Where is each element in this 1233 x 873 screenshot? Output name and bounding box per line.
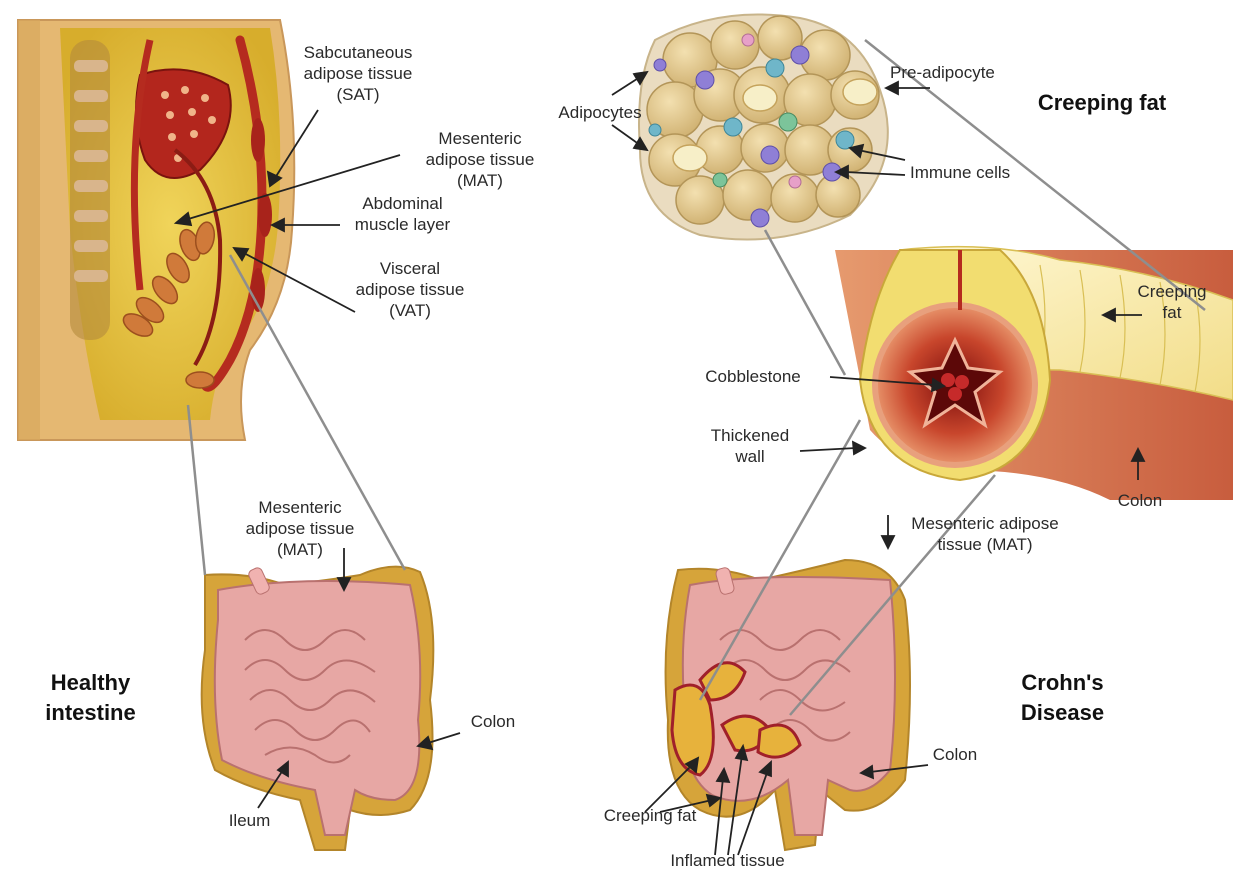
abdomen-section [18,20,294,440]
spine [70,40,110,340]
healthy-intestine-title: Healthy intestine [28,668,153,728]
adipocytes-label: Adipocytes [540,102,660,123]
creeping-fat-colon-label: Creeping fat [1122,281,1222,323]
pre-adipocyte-label: Pre-adipocyte [890,62,1050,83]
thickened-wall-label: Thickened wall [695,425,805,467]
colon-crohns-label: Colon [920,744,990,765]
colon-crohns-section-label: Colon [1105,490,1175,511]
inflamed-tissue-label: Inflamed tissue [640,850,815,871]
vat-label: Visceral adipose tissue (VAT) [340,258,480,321]
cobblestone-label: Cobblestone [678,366,828,387]
ileum-label: Ileum [212,810,287,831]
crohns-disease-title: Crohn's Disease [1000,668,1125,728]
mat-healthy-label: Mesenteric adipose tissue (MAT) [225,497,375,560]
mat-top-label: Mesenteric adipose tissue (MAT) [405,128,555,191]
colon-healthy-label: Colon [458,711,528,732]
adipocyte-cluster [639,14,888,239]
abdominal-muscle-label: Abdominal muscle layer [335,193,470,235]
healthy-intestine [202,566,434,850]
creeping-fat-crohns-label: Creeping fat [585,805,715,826]
creeping-fat-title: Creeping fat [1012,88,1192,118]
immune-cells-label: Immune cells [910,162,1060,183]
mat-crohns-label: Mesenteric adipose tissue (MAT) [890,513,1080,555]
sat-label: Sabcutaneous adipose tissue (SAT) [283,42,433,105]
